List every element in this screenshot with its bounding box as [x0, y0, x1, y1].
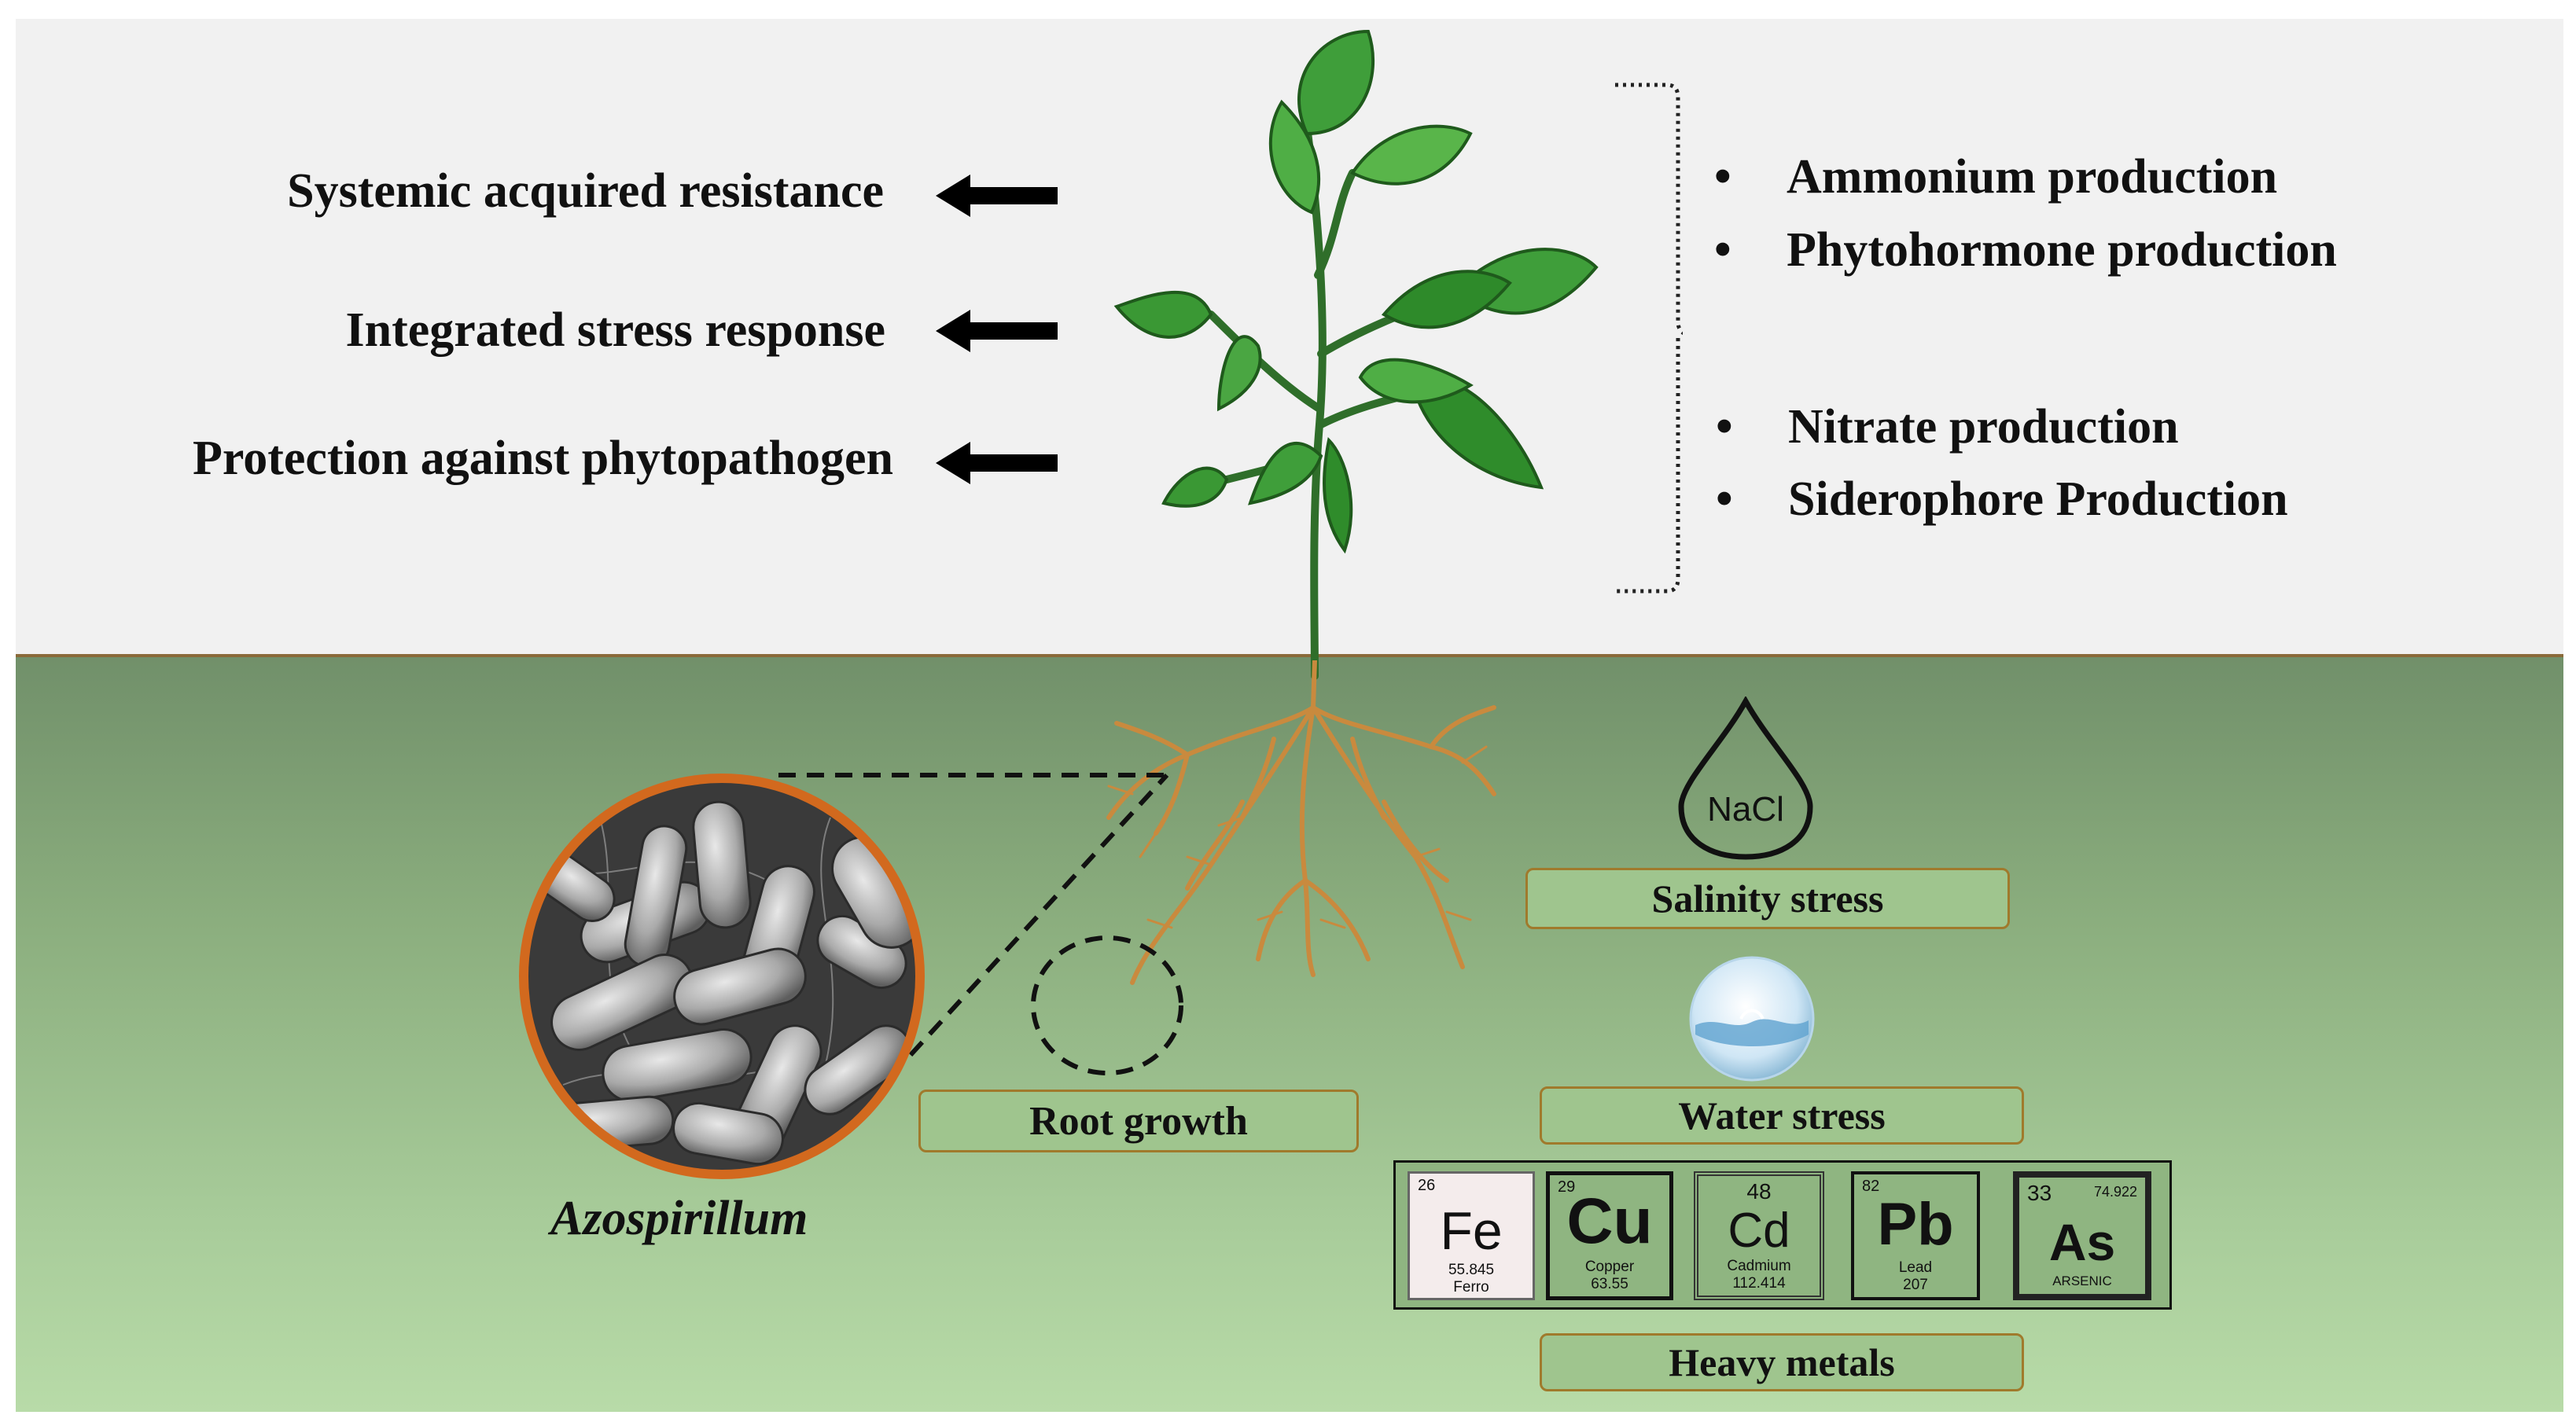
leaf-left-2 [1216, 335, 1262, 412]
dotted-bracket [1615, 83, 1683, 594]
production-nitrate: •Nitrate production [1716, 400, 2179, 454]
azospirillum-micrograph [519, 774, 925, 1179]
leaf-lower-left-2 [1248, 441, 1323, 505]
leaf-upper-left [1268, 99, 1321, 215]
water-sphere-icon [1689, 956, 1815, 1082]
production-ammonium: •Ammonium production [1714, 150, 2278, 204]
production-siderophore: •Siderophore Production [1716, 472, 2288, 526]
root-growth-label: Root growth [918, 1090, 1359, 1152]
left-arrow-icon [936, 442, 1058, 484]
salinity-stress-label: Salinity stress [1525, 868, 2010, 929]
element-tile-as: 33 74.922 As ARSENIC [2013, 1171, 2151, 1300]
leaf-left [1113, 291, 1213, 339]
salinity-icon-text: NaCl [1707, 790, 1784, 829]
azospirillum-label: Azospirillum [550, 1192, 808, 1245]
plant-illustration [1113, 29, 1599, 680]
left-arrow-icon [936, 310, 1058, 352]
effect-integrated-stress-response: Integrated stress response [345, 303, 885, 357]
effect-protection-against-phytopathogen: Protection against phytopathogen [192, 432, 893, 485]
element-tile-fe: 26 Fe 55.845 Ferro [1408, 1171, 1535, 1300]
leaf-lower-mid [1358, 358, 1474, 404]
left-arrow-icon [936, 175, 1058, 217]
root-growth-circle [1031, 935, 1183, 1075]
leaf-stem-low [1323, 436, 1353, 554]
heavy-metals-label: Heavy metals [1540, 1333, 2024, 1391]
leaf-top [1297, 29, 1375, 136]
element-tile-cu: 29 Cu Copper 63.55 [1546, 1171, 1673, 1300]
effect-systemic-acquired-resistance: Systemic acquired resistance [287, 164, 884, 218]
leaf-lower-left [1161, 466, 1229, 508]
production-phytohormone: •Phytohormone production [1714, 223, 2337, 277]
roots-illustration [1106, 660, 1496, 985]
leaf-upper-right [1350, 124, 1473, 186]
element-tile-cd: 48 Cd Cadmium 112.414 [1694, 1171, 1824, 1300]
leaf-mid-right-2 [1381, 270, 1512, 329]
water-drop-icon: NaCl [1678, 696, 1813, 860]
element-tile-pb: 82 Pb Lead 207 [1851, 1171, 1980, 1300]
water-stress-label: Water stress [1540, 1086, 2024, 1145]
